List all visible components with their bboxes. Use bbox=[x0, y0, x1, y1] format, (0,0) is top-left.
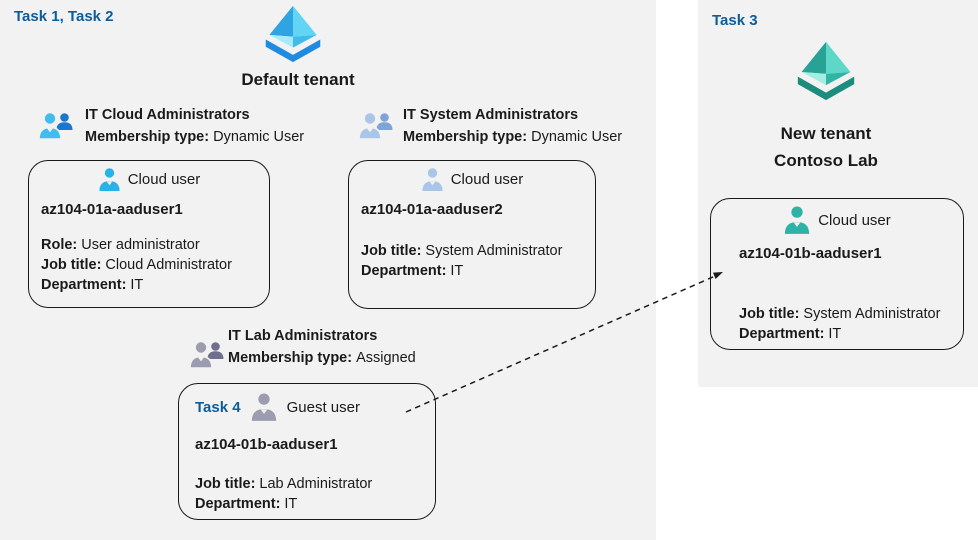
user-attributes: Job title:System Administrator Departmen… bbox=[361, 241, 562, 281]
user-attributes: Job title:Lab Administrator Department:I… bbox=[195, 474, 372, 514]
group-membership: Membership type:Dynamic User bbox=[85, 129, 304, 145]
cloud-user-card: Cloud user az104-01a-aaduser1 Role:User … bbox=[28, 160, 270, 308]
user-type-label: Guest user bbox=[286, 398, 360, 416]
attribute-line: Department:IT bbox=[739, 326, 842, 342]
user-group-icon bbox=[38, 111, 73, 140]
group-name: IT Lab Administrators bbox=[228, 328, 378, 344]
cloud-user-icon bbox=[99, 168, 120, 191]
group-membership: Membership type:Dynamic User bbox=[403, 129, 622, 145]
cloud-user-icon bbox=[785, 206, 810, 234]
membership-type-label: Membership type: bbox=[228, 350, 353, 366]
membership-type-value: Assigned bbox=[356, 350, 416, 366]
user-attributes: Role:User administrator Job title:Cloud … bbox=[41, 235, 232, 295]
membership-type-value: Dynamic User bbox=[213, 129, 305, 145]
azure-ad-directory-icon bbox=[797, 41, 855, 101]
username: az104-01a-aaduser1 bbox=[41, 201, 183, 218]
card-header: Task 4 Guest user bbox=[179, 392, 435, 422]
group-membership: Membership type:Assigned bbox=[228, 350, 416, 366]
attribute-line: Job title:System Administrator bbox=[361, 243, 563, 259]
task-4-label: Task 4 bbox=[195, 398, 241, 416]
user-attributes: Job title:System Administrator Departmen… bbox=[739, 304, 940, 344]
default-tenant-title: Default tenant bbox=[241, 70, 355, 89]
username: az104-01b-aaduser1 bbox=[739, 245, 882, 262]
attribute-line: Department:IT bbox=[41, 277, 144, 293]
attribute-line: Job title:Cloud Administrator bbox=[41, 257, 232, 273]
attribute-line: Role:User administrator bbox=[41, 237, 200, 253]
azure-ad-directory-icon bbox=[265, 5, 321, 63]
attribute-line: Department:IT bbox=[361, 263, 464, 279]
task-1-2-label: Task 1, Task 2 bbox=[14, 8, 114, 25]
new-tenant-title: New tenant Contoso Lab bbox=[726, 120, 926, 174]
user-group-icon bbox=[358, 111, 393, 140]
membership-type-value: Dynamic User bbox=[531, 129, 623, 145]
group-name: IT Cloud Administrators bbox=[85, 107, 250, 123]
new-tenant-title-line2: Contoso Lab bbox=[774, 151, 878, 170]
cloud-user-icon bbox=[422, 168, 443, 191]
username: az104-01b-aaduser1 bbox=[195, 436, 338, 453]
cloud-user-card: Cloud user az104-01a-aaduser2 Job title:… bbox=[348, 160, 596, 309]
user-group-icon bbox=[189, 340, 224, 369]
membership-type-label: Membership type: bbox=[403, 129, 528, 145]
card-header: Cloud user bbox=[349, 167, 595, 192]
attribute-line: Department:IT bbox=[195, 496, 298, 512]
username: az104-01a-aaduser2 bbox=[361, 201, 503, 218]
membership-type-label: Membership type: bbox=[85, 129, 210, 145]
user-type-label: Cloud user bbox=[450, 171, 524, 188]
default-tenant-region bbox=[0, 0, 656, 540]
card-header: Cloud user bbox=[711, 205, 963, 235]
user-type-label: Cloud user bbox=[127, 171, 201, 188]
attribute-line: Job title:System Administrator bbox=[739, 306, 941, 322]
card-header: Cloud user bbox=[29, 167, 269, 192]
guest-user-card: Task 4 Guest user az104-01b-aaduser1 Job… bbox=[178, 383, 436, 520]
new-tenant-title-line1: New tenant bbox=[780, 124, 872, 143]
user-type-label: Cloud user bbox=[818, 211, 891, 229]
group-name: IT System Administrators bbox=[403, 107, 579, 123]
cloud-user-card-new-tenant: Cloud user az104-01b-aaduser1 Job title:… bbox=[710, 198, 964, 350]
task-3-label: Task 3 bbox=[712, 12, 758, 29]
guest-user-icon bbox=[251, 393, 276, 421]
attribute-line: Job title:Lab Administrator bbox=[195, 476, 373, 492]
